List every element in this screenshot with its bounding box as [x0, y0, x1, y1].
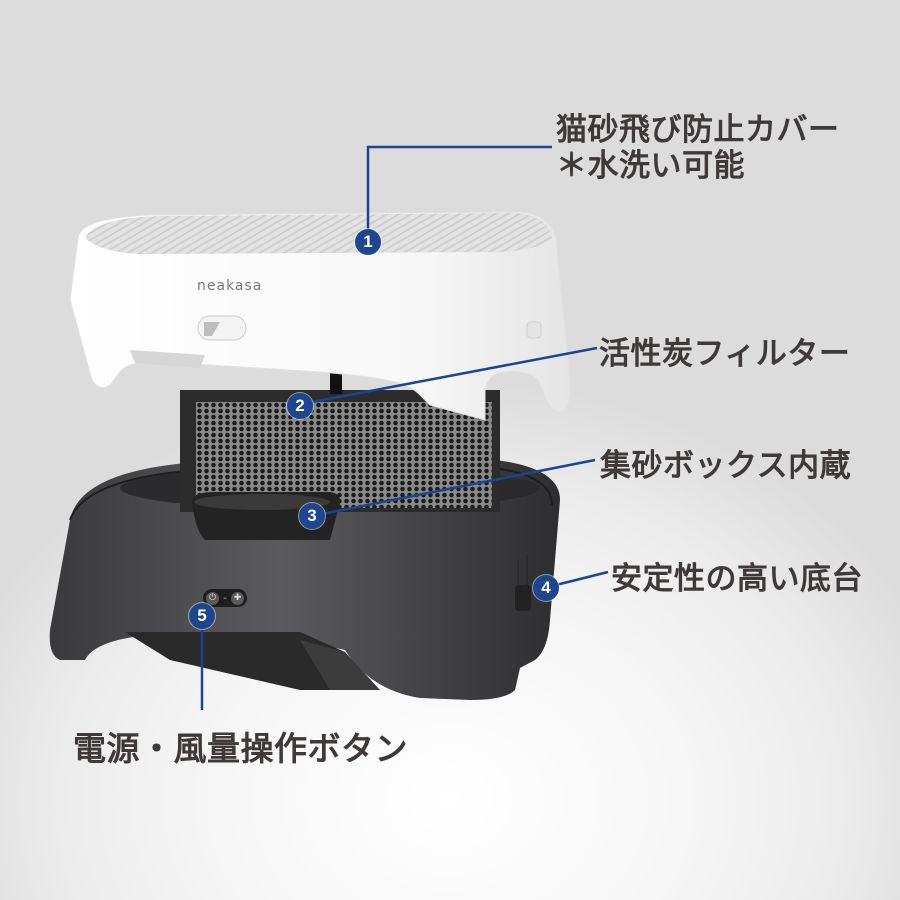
callout-badge-2: 2	[287, 393, 313, 419]
fan-plus-icon[interactable]: ✚	[230, 591, 244, 605]
sand-collection-box	[192, 492, 341, 540]
washable-note: ＊水洗い可能	[556, 148, 745, 184]
carbon-filter	[180, 372, 500, 512]
callout-badge-3: 3	[299, 503, 325, 529]
callout-label-4: 安定性の高い底台	[611, 561, 863, 597]
callout-badge-1: 1	[355, 229, 381, 255]
callout-label-5: 電源・風量操作ボタン	[73, 729, 408, 768]
minus-separator: -	[223, 592, 227, 604]
callout-label-3: 集砂ボックス内蔵	[600, 448, 852, 484]
callout-label-1: 猫砂飛び防止カバー ＊水洗い可能	[556, 112, 840, 184]
callout-label-2: 活性炭フィルター	[599, 336, 851, 372]
control-panel: ⏻ - ✚	[202, 588, 248, 608]
brand-logo: neakasa	[197, 278, 263, 294]
callout-badge-5: 5	[189, 603, 215, 629]
anti-scatter-cover	[69, 211, 571, 421]
power-icon[interactable]: ⏻	[206, 591, 219, 605]
callout-badge-4: 4	[533, 575, 559, 601]
leader-lines	[200, 145, 609, 710]
cover-label: 猫砂飛び防止カバー	[556, 112, 840, 148]
